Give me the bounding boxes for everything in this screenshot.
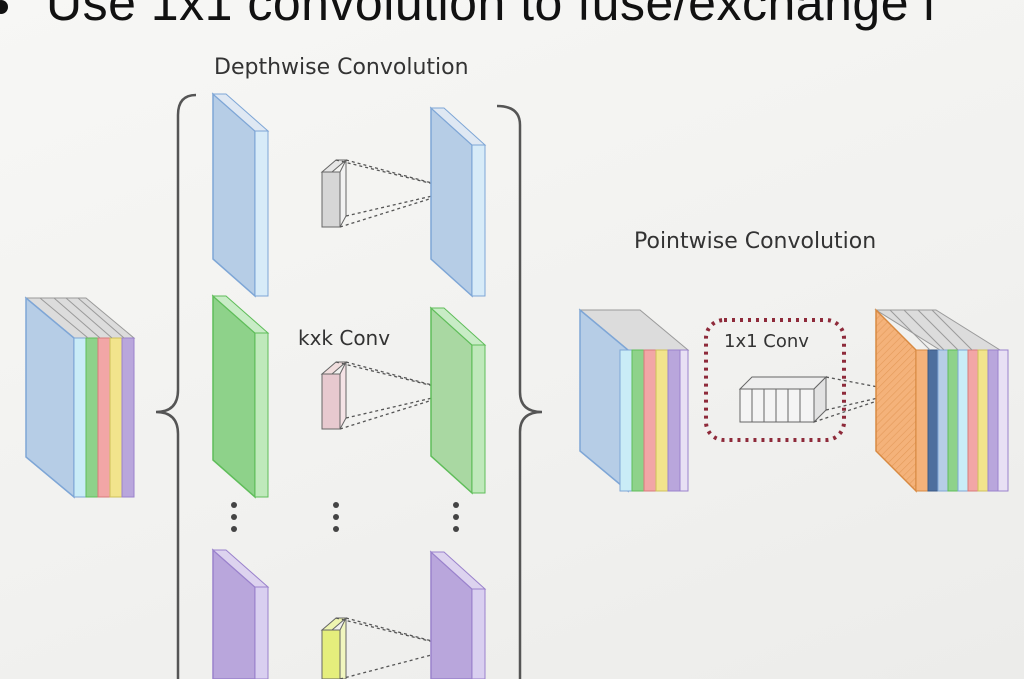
kernel-cube-2 — [320, 361, 348, 430]
curly-brace-icon — [496, 104, 543, 679]
pointwise-convolution-label: Pointwise Convolution — [634, 229, 877, 254]
kernel-cube-n — [320, 617, 348, 679]
slide-heading: Use 1x1 convolution to fuse/exchange i — [46, 0, 935, 31]
kernel-cube-1 — [320, 159, 348, 228]
bullet-dot-icon — [0, 0, 8, 14]
depthwise-convolution-label: Depthwise Convolution — [214, 55, 469, 80]
kxk-conv-label: kxk Conv — [298, 326, 391, 350]
one-by-one-conv-label: 1x1 Conv — [724, 331, 809, 352]
depthwise-output-channel-2 — [429, 306, 487, 495]
one-by-one-kernel — [738, 375, 828, 424]
one-by-one-conv-box — [704, 318, 846, 442]
depthwise-input-channel-1 — [211, 92, 270, 298]
ellipsis-vertical-icon — [231, 502, 459, 532]
pointwise-input-tensor — [578, 308, 690, 493]
depthwise-output-channel-n — [429, 550, 487, 679]
input-tensor — [24, 296, 136, 499]
depthwise-output-channel-1 — [429, 106, 487, 298]
depthwise-input-channel-2 — [211, 294, 270, 499]
output-tensor — [874, 308, 1009, 493]
curly-brace-icon — [155, 93, 197, 679]
depthwise-input-channel-n — [211, 548, 270, 679]
